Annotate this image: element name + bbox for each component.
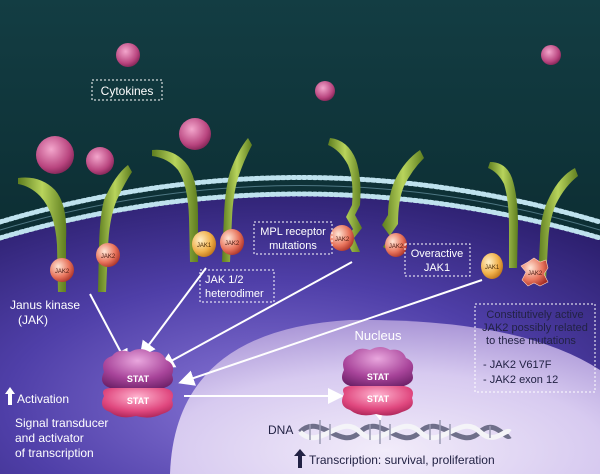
arrow-heterodimer-to-stat bbox=[139, 267, 207, 358]
mpl-label-box bbox=[253, 221, 333, 255]
janus-label-line1: Janus kinase bbox=[10, 298, 80, 312]
jak2-kinase bbox=[385, 233, 407, 257]
up-arrow-icon bbox=[294, 449, 306, 468]
stat-monomer-bottom bbox=[102, 388, 173, 418]
jak1-kinase bbox=[192, 231, 216, 257]
cytokine bbox=[116, 43, 140, 67]
activation-label: Activation bbox=[17, 392, 69, 406]
dna-label: DNA bbox=[268, 423, 293, 437]
transcription-label: Transcription: survival, proliferation bbox=[309, 453, 495, 467]
receptor-wildtype: JAK2 JAK2 bbox=[18, 165, 132, 292]
jak2-kinase bbox=[330, 225, 354, 251]
mpl-label-line2: mutations bbox=[269, 240, 317, 252]
jak1-kinase bbox=[481, 253, 503, 279]
activation-arrows bbox=[89, 261, 483, 404]
constitutive-label-line2: JAK2 possibly related bbox=[482, 322, 588, 334]
stat-label: STAT bbox=[127, 396, 150, 406]
stat-label: STAT bbox=[367, 394, 390, 404]
constitutive-label-line1: Constitutively active bbox=[486, 309, 583, 321]
mutation-v617f: - JAK2 V617F bbox=[483, 359, 552, 371]
jak2-label: JAK2 bbox=[335, 237, 350, 243]
mutation-exon12: - JAK2 exon 12 bbox=[483, 374, 558, 386]
jak2-kinase bbox=[220, 229, 244, 255]
receptor-constitutive: JAK1 JAK2 bbox=[481, 162, 578, 287]
jak12-label-line2: heterodimer bbox=[205, 288, 264, 300]
cytokine-group bbox=[36, 43, 561, 175]
nucleus-label: Nucleus bbox=[355, 328, 402, 343]
stat-label: STAT bbox=[367, 372, 390, 382]
jak2-label: JAK2 bbox=[528, 271, 543, 277]
stat-monomer-top bbox=[102, 349, 174, 388]
stat-fullname-line1: Signal transducer bbox=[15, 416, 108, 430]
stat-monomer-bottom bbox=[342, 386, 413, 416]
cytokines-label: Cytokines bbox=[101, 84, 154, 98]
stat-label: STAT bbox=[127, 374, 150, 384]
jak2-kinase bbox=[96, 243, 120, 267]
overactive-label-box bbox=[404, 243, 471, 277]
jak2-kinase bbox=[50, 258, 74, 282]
constitutive-label-line3: to these mutations bbox=[486, 335, 576, 347]
jak2-label: JAK2 bbox=[225, 241, 240, 247]
cytokine bbox=[315, 81, 335, 101]
janus-label-line2: (JAK) bbox=[18, 313, 48, 327]
cytokines-label-box bbox=[91, 79, 163, 101]
dna-helix bbox=[298, 420, 512, 444]
jak12-label-line1: JAK 1/2 bbox=[205, 274, 244, 286]
jak2-label: JAK2 bbox=[389, 244, 404, 250]
overactive-label-line1: Overactive bbox=[411, 248, 464, 260]
mpl-label-line1: MPL receptor bbox=[260, 226, 326, 238]
jak2-label: JAK2 bbox=[101, 254, 116, 260]
activation-caption: Activation bbox=[5, 387, 69, 406]
cytokine bbox=[86, 147, 114, 175]
transcription-caption: Transcription: survival, proliferation bbox=[294, 449, 495, 468]
cytokine bbox=[179, 118, 211, 150]
stat-dimer-nucleus: STAT STAT bbox=[342, 347, 414, 416]
up-arrow-icon bbox=[5, 387, 15, 405]
jak2-mutant-kinase bbox=[520, 257, 549, 287]
overactive-label-line2: JAK1 bbox=[424, 262, 450, 274]
receptor-heterodimer: JAK1 JAK2 bbox=[152, 138, 252, 262]
stat-fullname-line2: and activator bbox=[15, 431, 84, 445]
jak12-label-box bbox=[199, 269, 275, 303]
stat-monomer-top bbox=[342, 347, 414, 386]
arrow-jak-to-stat bbox=[89, 293, 128, 366]
stat-dimer-cytoplasm: STAT STAT bbox=[102, 349, 174, 418]
receptor-mpl-mutant: JAK2 JAK2 bbox=[328, 138, 424, 257]
constitutive-label-box bbox=[474, 303, 596, 393]
jak1-label: JAK1 bbox=[197, 243, 212, 249]
arrow-overactive-to-stat bbox=[178, 279, 483, 386]
jak1-label: JAK1 bbox=[485, 265, 500, 271]
cytokine bbox=[541, 45, 561, 65]
stat-fullname-line3: of transcription bbox=[15, 446, 94, 460]
arrow-mpl-to-stat bbox=[158, 261, 353, 368]
cytokine bbox=[36, 136, 74, 174]
jak2-label: JAK2 bbox=[55, 269, 70, 275]
